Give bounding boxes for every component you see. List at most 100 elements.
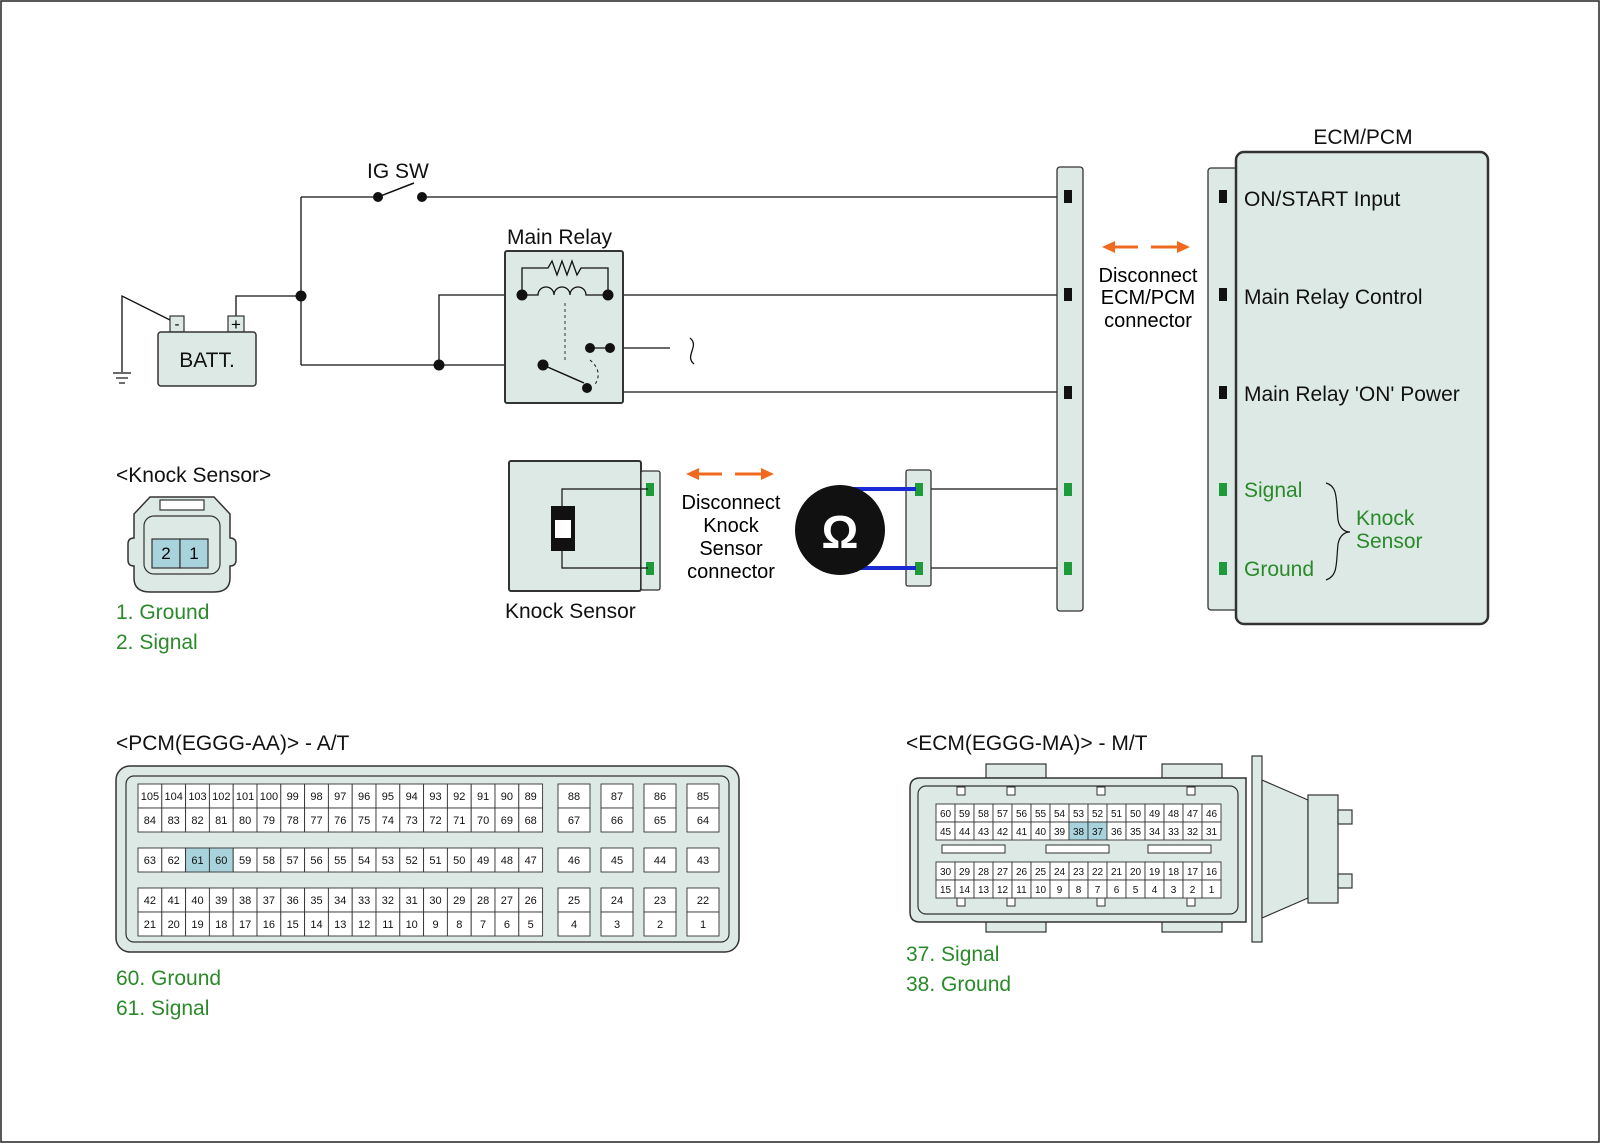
ecm-pin-signal: Signal bbox=[1244, 479, 1302, 502]
pin-number: 24 bbox=[611, 895, 623, 907]
pin-number: 33 bbox=[1168, 827, 1180, 838]
harness-connector bbox=[1056, 166, 1084, 612]
pin-number: 25 bbox=[568, 895, 580, 907]
pin-number: 103 bbox=[188, 791, 206, 803]
pin-number: 46 bbox=[1206, 809, 1218, 820]
pin-number: 93 bbox=[429, 791, 441, 803]
pin-cell bbox=[600, 807, 634, 833]
pin-number: 17 bbox=[1187, 867, 1199, 878]
ecm-pcm-module: ECM/PCM ON/START Input Main Relay Contro… bbox=[1207, 126, 1490, 626]
pin-number: 47 bbox=[1187, 809, 1199, 820]
pin-number: 59 bbox=[959, 809, 971, 820]
pin-number: 6 bbox=[1114, 885, 1120, 896]
pin-number: 84 bbox=[144, 815, 156, 827]
pin-number: 33 bbox=[358, 895, 370, 907]
pin-number: 24 bbox=[1054, 867, 1066, 878]
pin-number: 43 bbox=[978, 827, 990, 838]
pin-number: 58 bbox=[978, 809, 990, 820]
pin-number: 22 bbox=[697, 895, 709, 907]
pin-number: 85 bbox=[697, 791, 709, 803]
ecm-legend-signal: 37. Signal bbox=[906, 943, 999, 966]
pin-number: 44 bbox=[959, 827, 971, 838]
pin-number: 40 bbox=[1035, 827, 1047, 838]
pin-number: 36 bbox=[287, 895, 299, 907]
pin-number: 23 bbox=[1073, 867, 1085, 878]
ohmmeter-probe: Ω bbox=[795, 469, 932, 587]
pin-number: 37 bbox=[263, 895, 275, 907]
pin-number: 3 bbox=[1171, 885, 1177, 896]
pin-number: 15 bbox=[940, 885, 952, 896]
pin-number: 22 bbox=[1092, 867, 1104, 878]
pin-cell bbox=[686, 807, 720, 833]
pcm-legend-ground: 60. Ground bbox=[116, 967, 221, 990]
pin-number: 79 bbox=[263, 815, 275, 827]
pin-number: 20 bbox=[1130, 867, 1142, 878]
pin-number: 91 bbox=[477, 791, 489, 803]
pin-number: 69 bbox=[501, 815, 513, 827]
battery-label: BATT. bbox=[179, 349, 235, 372]
pin-number: 94 bbox=[406, 791, 418, 803]
pin-number: 66 bbox=[611, 815, 623, 827]
pin-number: 59 bbox=[239, 855, 251, 867]
ground-wire bbox=[121, 294, 179, 372]
pin-number: 35 bbox=[1130, 827, 1142, 838]
knock-sensor-component: Knock Sensor bbox=[505, 460, 661, 623]
pin-number: 65 bbox=[654, 815, 666, 827]
pin-number: 57 bbox=[287, 855, 299, 867]
pin-number: 82 bbox=[191, 815, 203, 827]
ecm-group-label-line2: Sensor bbox=[1356, 530, 1423, 553]
pin-cell bbox=[643, 911, 677, 937]
pin-number: 90 bbox=[501, 791, 513, 803]
pin-cell bbox=[557, 783, 591, 809]
pin-number: 35 bbox=[310, 895, 322, 907]
pin-number: 38 bbox=[239, 895, 251, 907]
pin-number: 72 bbox=[429, 815, 441, 827]
knock-sensor-connector: <Knock Sensor> 2 1 1. Ground 2. Signal bbox=[116, 464, 271, 654]
pin-number: 2 bbox=[657, 919, 663, 931]
ohm-symbol: Ω bbox=[822, 506, 859, 558]
pin-number: 2 bbox=[1190, 885, 1196, 896]
pin-number: 12 bbox=[997, 885, 1009, 896]
pin-cell bbox=[600, 847, 634, 873]
pin-number: 97 bbox=[334, 791, 346, 803]
pin-number: 71 bbox=[453, 815, 465, 827]
pin-number: 53 bbox=[1073, 809, 1085, 820]
pin-number: 99 bbox=[287, 791, 299, 803]
pin-number: 56 bbox=[310, 855, 322, 867]
ecm-group-label-line1: Knock bbox=[1356, 507, 1415, 530]
relay-coil-feed bbox=[438, 294, 522, 365]
wire-break bbox=[689, 337, 695, 365]
ecm-legend-ground: 38. Ground bbox=[906, 973, 1011, 996]
pin-cell bbox=[518, 807, 544, 833]
pin-number: 15 bbox=[287, 919, 299, 931]
pin-number: 51 bbox=[429, 855, 441, 867]
pin-number: 4 bbox=[1152, 885, 1158, 896]
pin-number: 34 bbox=[1149, 827, 1161, 838]
pin-number: 37 bbox=[1092, 827, 1104, 838]
pin-number: 78 bbox=[287, 815, 299, 827]
batt-plus-wire bbox=[235, 295, 301, 322]
pin-cell bbox=[557, 911, 591, 937]
pin-number: 101 bbox=[236, 791, 254, 803]
pin-number: 7 bbox=[480, 919, 486, 931]
pin-cell bbox=[1201, 879, 1222, 899]
pin-number: 51 bbox=[1111, 809, 1123, 820]
pin-number: 54 bbox=[358, 855, 370, 867]
pin-number: 43 bbox=[697, 855, 709, 867]
pin-cell bbox=[557, 847, 591, 873]
pin-number: 21 bbox=[1111, 867, 1123, 878]
pin-number: 96 bbox=[358, 791, 370, 803]
pin-number: 70 bbox=[477, 815, 489, 827]
pin-number: 4 bbox=[571, 919, 577, 931]
pin-number: 1 bbox=[700, 919, 706, 931]
pin-number: 60 bbox=[940, 809, 952, 820]
pin-number: 56 bbox=[1016, 809, 1028, 820]
pin-number: 18 bbox=[1168, 867, 1180, 878]
pin-number: 81 bbox=[215, 815, 227, 827]
pin-number: 47 bbox=[525, 855, 537, 867]
ground-symbol bbox=[113, 372, 131, 384]
pin-number: 7 bbox=[1095, 885, 1101, 896]
pin-number: 25 bbox=[1035, 867, 1047, 878]
pin-number: 104 bbox=[165, 791, 183, 803]
